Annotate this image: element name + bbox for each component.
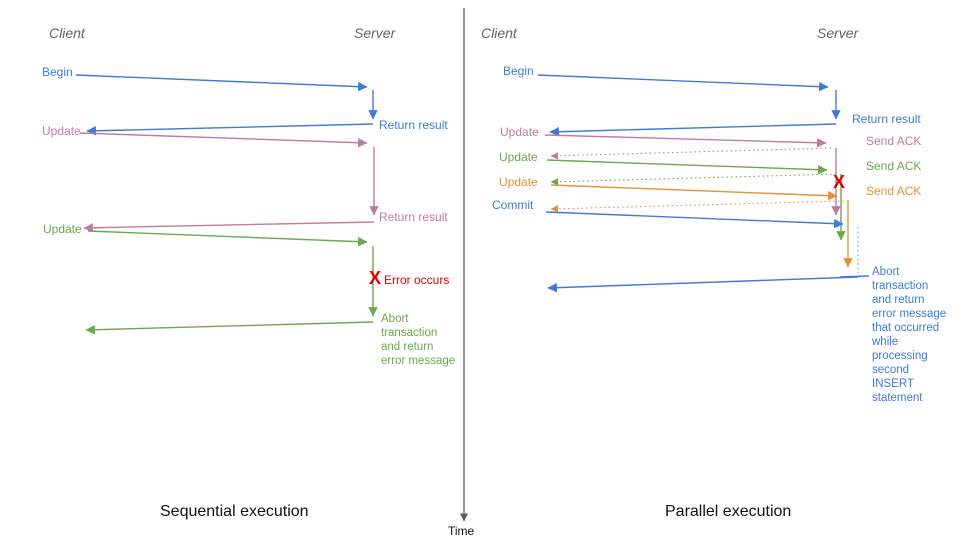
right-update-3-label: Update: [499, 175, 538, 189]
left-return-result-1-label: Return result: [379, 118, 448, 132]
right-update-1-request-arrow: [544, 134, 827, 148]
right-update-3-request-arrow: [550, 184, 838, 201]
right-commit-request-arrow: [545, 211, 844, 229]
right-update-1-label: Update: [500, 125, 539, 139]
right-return-result-arrow: [549, 123, 837, 137]
right-send-ack-3-label: Send ACK: [866, 184, 922, 198]
right-send-ack-3-dotted-arrow: [550, 200, 845, 213]
right-update-2-request-arrow: [546, 159, 828, 175]
left-return-result-2-arrow: [83, 221, 375, 233]
left-server-header: Server: [354, 25, 396, 41]
right-commit-label: Commit: [492, 198, 534, 212]
left-error-occurs-label: Error occurs: [384, 273, 450, 287]
right-begin-label: Begin: [503, 64, 534, 78]
right-begin-request-arrow: [537, 74, 829, 92]
left-caption: Sequential execution: [160, 503, 309, 520]
left-client-header: Client: [49, 25, 85, 41]
right-update-2-label: Update: [499, 150, 538, 164]
left-update-1-label: Update: [42, 124, 81, 138]
left-begin-label: Begin: [42, 65, 73, 79]
left-error-x-mark: X: [369, 268, 382, 288]
left-return-result-2-label: Return result: [379, 210, 448, 224]
right-client-header: Client: [481, 25, 517, 41]
left-abort-message: Abort transaction and return error messa…: [381, 313, 456, 367]
left-update-1-request-arrow: [79, 132, 368, 148]
left-begin-request-arrow: [75, 74, 368, 92]
left-update-2-label: Update: [43, 222, 82, 236]
right-send-ack-1-dotted-arrow: [550, 147, 832, 160]
right-error-x-mark: X: [833, 172, 846, 192]
left-abort-return-arrow: [85, 321, 374, 335]
time-axis-label: Time: [448, 524, 475, 538]
right-abort-message: Abort transaction and return error messa…: [872, 266, 947, 404]
right-abort-return-arrow: [547, 276, 859, 293]
right-send-ack-2-label: Send ACK: [866, 159, 922, 173]
right-send-ack-2-dotted-arrow: [550, 173, 837, 186]
right-server-header: Server: [817, 25, 859, 41]
left-update-2-request-arrow: [87, 230, 368, 247]
right-return-result-label: Return result: [852, 112, 921, 126]
right-caption: Parallel execution: [665, 503, 792, 520]
right-send-ack-1-label: Send ACK: [866, 134, 922, 148]
left-return-result-1-arrow: [86, 123, 374, 136]
